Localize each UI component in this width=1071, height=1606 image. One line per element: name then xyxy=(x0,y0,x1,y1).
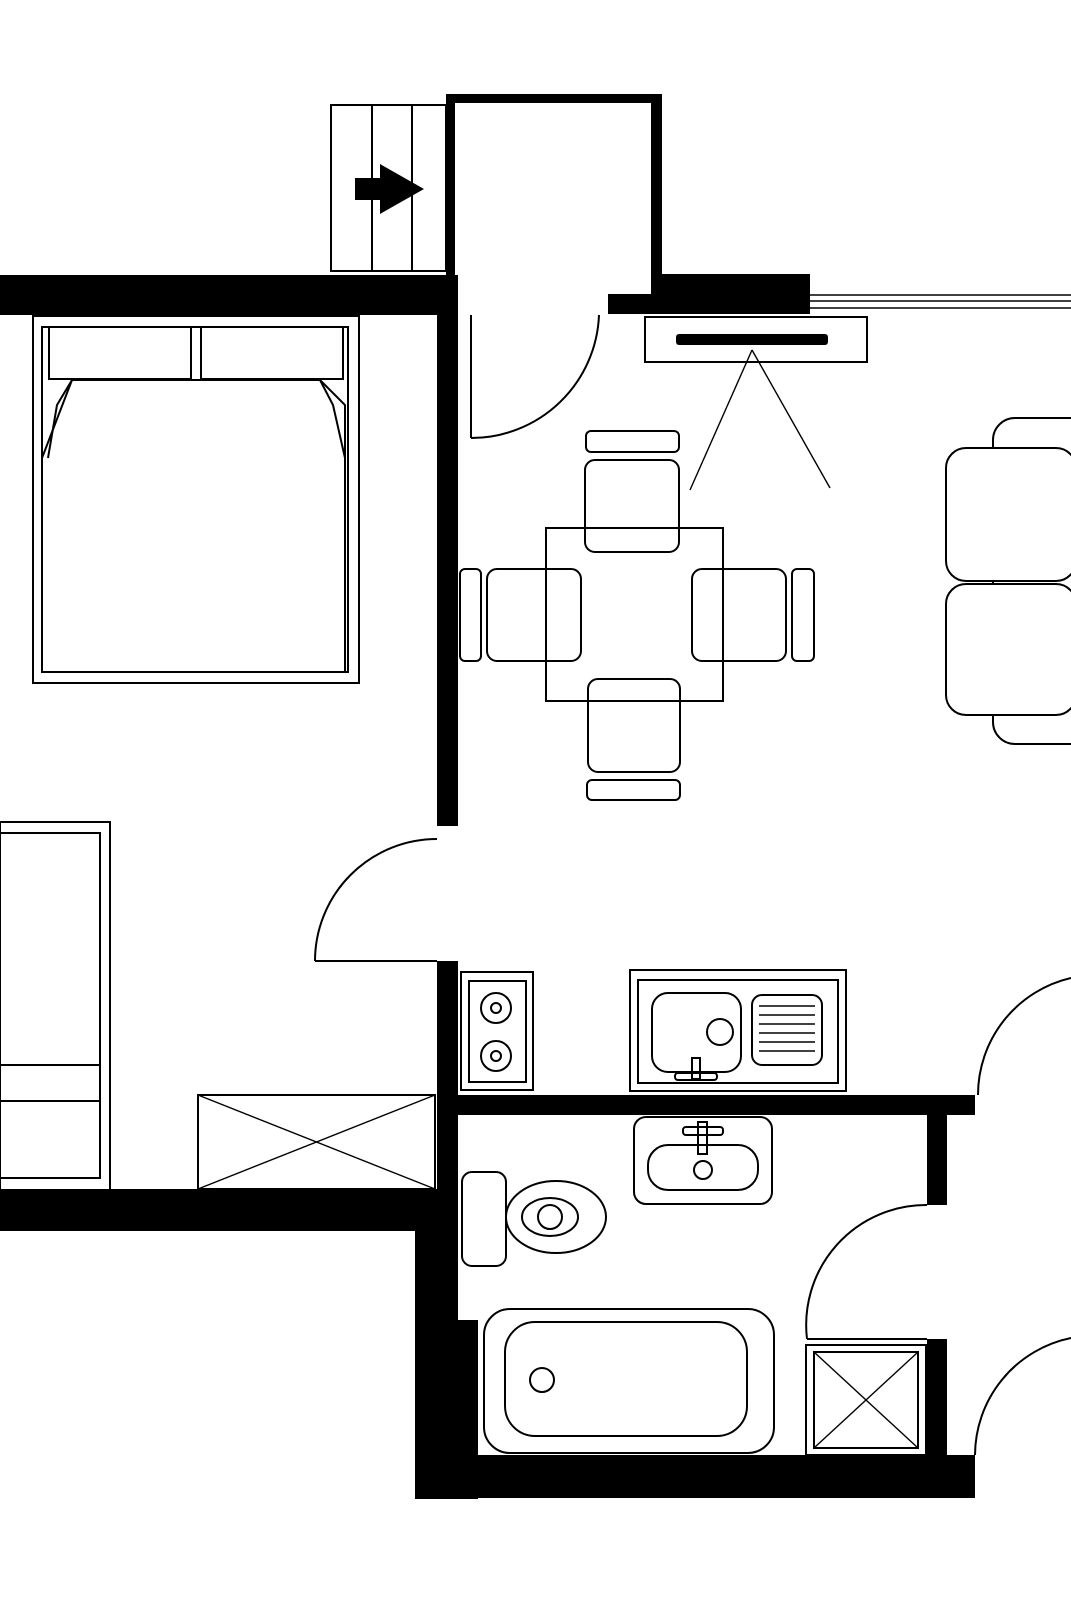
doors xyxy=(314,314,1071,1456)
dining-table xyxy=(545,527,724,702)
toilet xyxy=(461,1171,607,1267)
window-right xyxy=(810,294,1071,309)
walls xyxy=(0,94,1071,1499)
entrance-arrow-icon xyxy=(355,164,424,214)
tv-unit xyxy=(644,316,868,491)
wardrobe xyxy=(0,821,111,1191)
kitchen-door xyxy=(977,977,1071,1096)
washbasin xyxy=(633,1116,773,1205)
bedroom-cupboard xyxy=(197,1094,436,1190)
bathroom-cupboard xyxy=(805,1344,927,1456)
bedroom-door xyxy=(314,838,438,962)
bathtub xyxy=(483,1308,775,1454)
kitchen-sink xyxy=(629,969,847,1092)
stairs xyxy=(330,104,447,272)
entrance-door xyxy=(470,314,600,439)
double-bed xyxy=(32,315,360,684)
bathroom-door xyxy=(805,1203,928,1340)
sofa xyxy=(945,417,1071,745)
hall-door xyxy=(974,1337,1071,1456)
chairs xyxy=(459,430,815,801)
hob xyxy=(460,971,534,1091)
